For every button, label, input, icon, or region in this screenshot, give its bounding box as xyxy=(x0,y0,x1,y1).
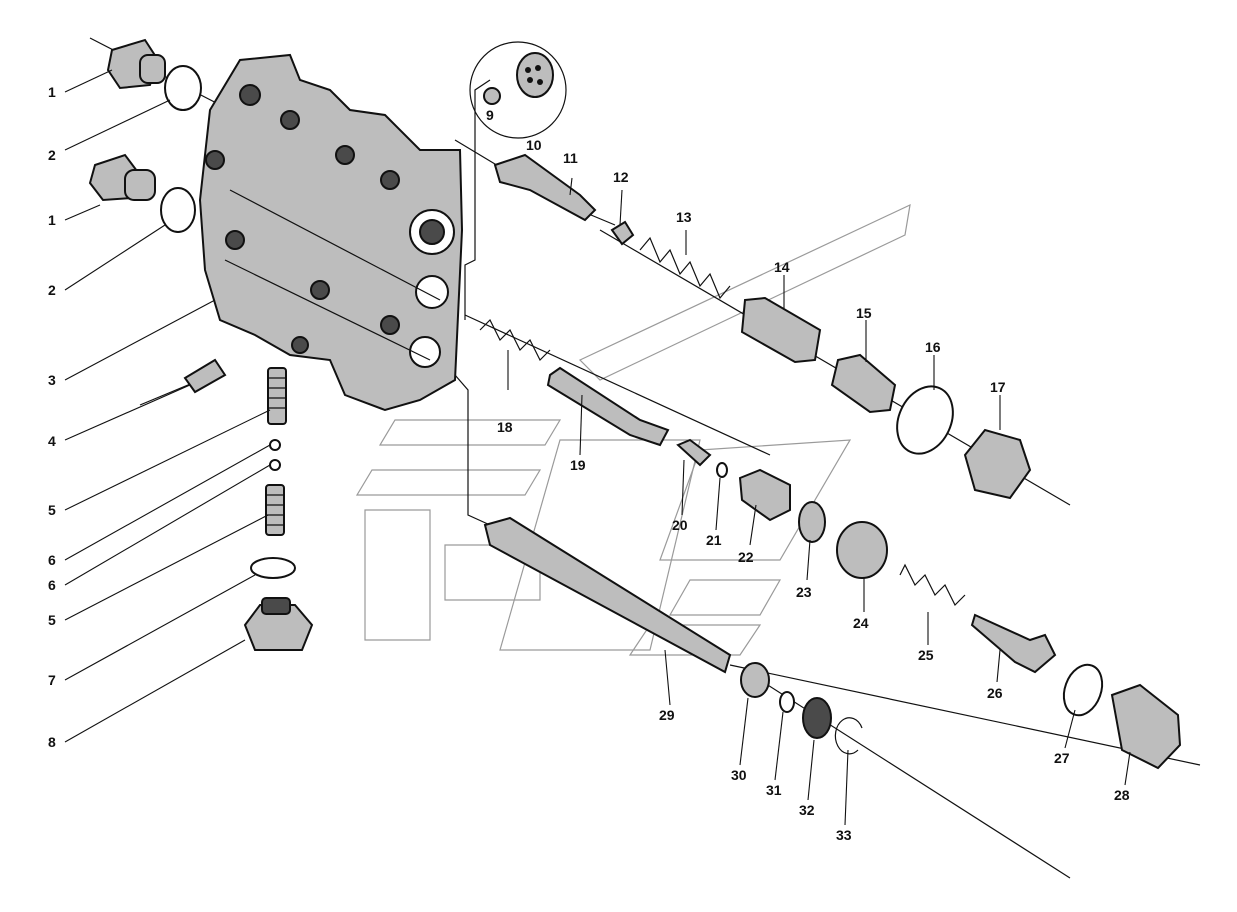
callout-11: 11 xyxy=(563,150,578,166)
callout-22: 22 xyxy=(738,549,754,565)
callout-5a: 5 xyxy=(48,502,56,518)
callout-28: 28 xyxy=(1114,787,1130,803)
callout-9: 9 xyxy=(486,107,494,123)
piston-24 xyxy=(836,521,888,579)
callout-32: 32 xyxy=(799,802,815,818)
spring-18 xyxy=(479,318,551,362)
callout-labels: 1 2 1 2 3 4 5 6 6 5 7 8 9 10 11 12 13 14… xyxy=(48,84,1130,843)
callout-8: 8 xyxy=(48,734,56,750)
seal-ring-2a xyxy=(164,65,202,111)
seal-ring-2b xyxy=(160,187,196,233)
callout-2a: 2 xyxy=(48,147,56,163)
callout-6a: 6 xyxy=(48,552,56,568)
cap-28 xyxy=(1110,683,1182,770)
callout-30: 30 xyxy=(731,767,747,783)
snap-ring-33 xyxy=(834,717,863,755)
spring-5b xyxy=(265,484,285,536)
ring-21 xyxy=(716,462,728,478)
callout-27: 27 xyxy=(1054,750,1070,766)
callout-4: 4 xyxy=(48,433,56,449)
callout-31: 31 xyxy=(766,782,782,798)
callout-5b: 5 xyxy=(48,612,56,628)
callout-7: 7 xyxy=(48,672,56,688)
ring-31 xyxy=(779,691,795,713)
spring-25 xyxy=(899,563,966,607)
leader-lines xyxy=(64,69,1131,826)
ball-6b xyxy=(269,459,281,471)
ball-9 xyxy=(483,87,501,105)
filter-disc-10 xyxy=(516,52,554,98)
valve-11 xyxy=(493,153,597,222)
callout-13: 13 xyxy=(676,209,692,225)
cap-15 xyxy=(830,353,897,414)
bushing-32 xyxy=(802,697,832,739)
washer-30 xyxy=(740,662,770,698)
callout-15: 15 xyxy=(856,305,872,321)
callout-3: 3 xyxy=(48,372,56,388)
seal-ring-16 xyxy=(896,385,954,455)
fitting-4 xyxy=(183,358,227,394)
callout-18: 18 xyxy=(497,419,513,435)
spool-19 xyxy=(546,366,670,447)
washer-7 xyxy=(250,557,296,579)
callout-16: 16 xyxy=(925,339,941,355)
plug-nut-8 xyxy=(243,597,314,651)
callout-17: 17 xyxy=(990,379,1006,395)
detail-circle xyxy=(469,41,567,139)
rod-26 xyxy=(970,613,1057,674)
callout-10: 10 xyxy=(526,137,542,153)
spring-13 xyxy=(639,236,731,300)
callout-24: 24 xyxy=(853,615,869,631)
housing-22 xyxy=(738,468,791,522)
pin-20 xyxy=(676,438,712,467)
callout-29: 29 xyxy=(659,707,675,723)
callout-1a: 1 xyxy=(48,84,56,100)
plug-1a xyxy=(106,38,166,90)
callout-1b: 1 xyxy=(48,212,56,228)
callout-6b: 6 xyxy=(48,577,56,593)
callout-20: 20 xyxy=(672,517,688,533)
shaft-29 xyxy=(483,516,732,674)
callout-25: 25 xyxy=(918,647,934,663)
callout-19: 19 xyxy=(570,457,586,473)
nut-12 xyxy=(610,220,635,246)
callout-23: 23 xyxy=(796,584,812,600)
callout-2b: 2 xyxy=(48,282,56,298)
sleeve-14 xyxy=(740,296,822,364)
plug-17 xyxy=(963,428,1032,500)
callout-21: 21 xyxy=(706,532,722,548)
ball-6a xyxy=(269,439,281,451)
callout-12: 12 xyxy=(613,169,629,185)
seal-ring-27 xyxy=(1062,663,1104,717)
callout-33: 33 xyxy=(836,827,852,843)
valve-housing xyxy=(198,53,464,412)
callout-14: 14 xyxy=(774,259,790,275)
spring-5a xyxy=(267,367,287,425)
callout-26: 26 xyxy=(987,685,1003,701)
disc-23 xyxy=(798,501,826,543)
plug-1b xyxy=(88,153,156,202)
